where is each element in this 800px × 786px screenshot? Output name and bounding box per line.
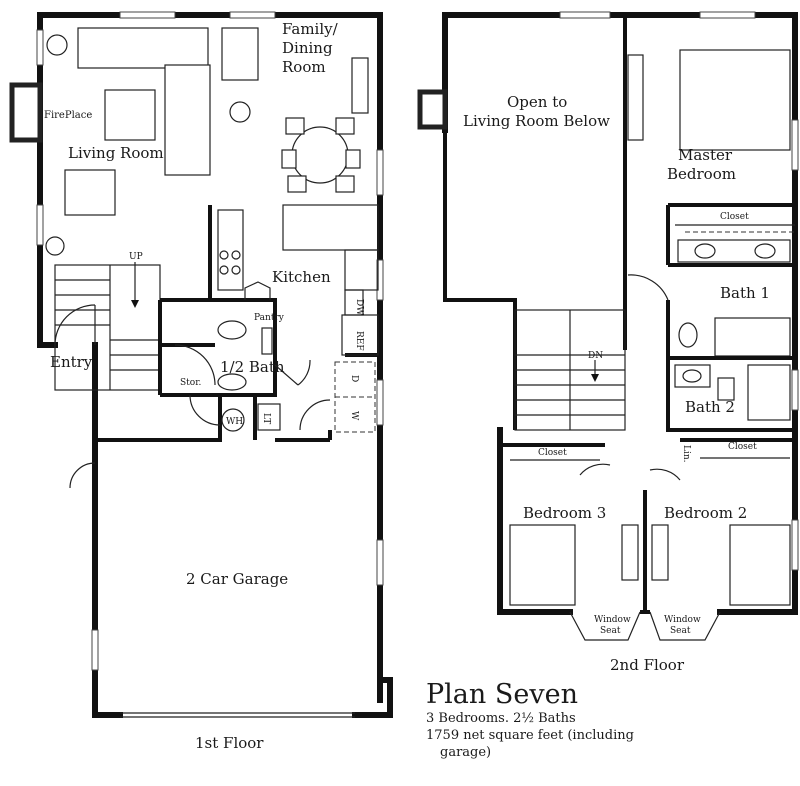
laundry-tub-label: LT [261,413,271,424]
window [36,204,44,246]
fireplace-label: FirePlace [44,110,92,121]
window [791,369,799,411]
bedroom3-door[interactable] [579,463,611,476]
entry-label: Entry [50,353,93,371]
linen-label: Lin. [681,445,691,463]
window-seat-label: Window [594,615,631,625]
exterior-wall [352,677,393,718]
bath2-label: Bath 2 [685,398,735,416]
closet-label: Closet [538,448,567,458]
window [376,379,384,426]
window [119,11,176,19]
pantry-label: Pantry [254,313,285,323]
window [791,119,799,171]
family-dining-label: Dining [282,39,333,57]
dryer-label: D [349,375,359,382]
family-dining-label: Room [282,58,326,76]
bedroom2-label: Bedroom 2 [664,504,747,522]
bedroom2-door[interactable] [649,468,681,481]
second-floor-label: 2nd Floor [610,656,685,674]
water-heater [221,408,245,432]
closet-label: Closet [728,442,757,452]
water-heater-label: WH [226,417,243,427]
garage-label: 2 Car Garage [186,570,288,588]
refrigerator-label: REF [354,331,364,351]
garage-side-door[interactable] [69,462,96,489]
window-seat-label: Seat [600,626,621,636]
master-bedroom-label: Master [678,146,733,164]
bathtub [747,364,791,421]
window [36,29,44,66]
sink [217,373,247,391]
bed [729,524,791,606]
window-seat-label: Seat [670,626,691,636]
master-door[interactable] [627,274,669,301]
fireplace [9,82,43,143]
second-floor-plan: Open to Living Room Below Master Bedroom… [417,11,799,674]
plan-area-cont: garage) [440,745,492,760]
first-floor-plan: FirePlace Living Room Family/ Dining Roo… [9,11,393,752]
first-floor-label: 1st Floor [195,734,264,752]
closet-label: Closet [720,212,749,222]
toilet [217,320,247,340]
plan-area: 1759 net square feet (including [426,728,634,743]
entry-door[interactable] [54,304,96,346]
washer-label: W [349,411,359,421]
window-seat [649,611,721,641]
stairs-down-label: DN [588,351,603,361]
bath-door[interactable] [174,344,216,386]
window [229,11,276,19]
kitchen-label: Kitchen [272,268,331,286]
pantry-door[interactable] [244,281,271,300]
family-dining-label: Family/ [282,20,339,38]
dining-table [291,126,349,184]
living-room-label: Living Room [68,144,164,162]
storage-label: Stor. [180,378,202,388]
dishwasher-label: DW [354,299,364,316]
arrow-down-icon [591,374,599,382]
window [376,539,384,586]
bedroom3-label: Bedroom 3 [523,504,606,522]
sofa [64,27,259,216]
vanity [677,239,791,263]
arrow-down-icon [131,300,139,308]
stairs-up-label: UP [129,252,143,262]
window [559,11,611,19]
plan-summary: 3 Bedrooms. 2½ Baths [426,711,576,726]
window-seat-label: Window [664,615,701,625]
kitchen-sink [344,249,379,291]
staircase [54,264,161,391]
master-bedroom-label: Bedroom [667,165,736,183]
window [376,259,384,301]
bed [509,524,576,606]
bathtub [714,317,791,357]
window [91,629,99,671]
bath1-label: Bath 1 [720,284,770,302]
window [699,11,756,19]
window [791,519,799,571]
plan-title: Plan Seven [426,679,578,710]
open-to-below-label: Living Room Below [463,112,610,130]
master-bed [679,49,791,151]
half-bath-label: 1/2 Bath [220,358,285,376]
window-seat [569,611,641,641]
laundry-tub [257,403,281,431]
exterior-wall [92,342,123,718]
plan-title-block: Plan Seven 3 Bedrooms. 2½ Baths 1759 net… [426,680,634,761]
window [376,149,384,196]
open-to-below-label: Open to [507,93,567,111]
